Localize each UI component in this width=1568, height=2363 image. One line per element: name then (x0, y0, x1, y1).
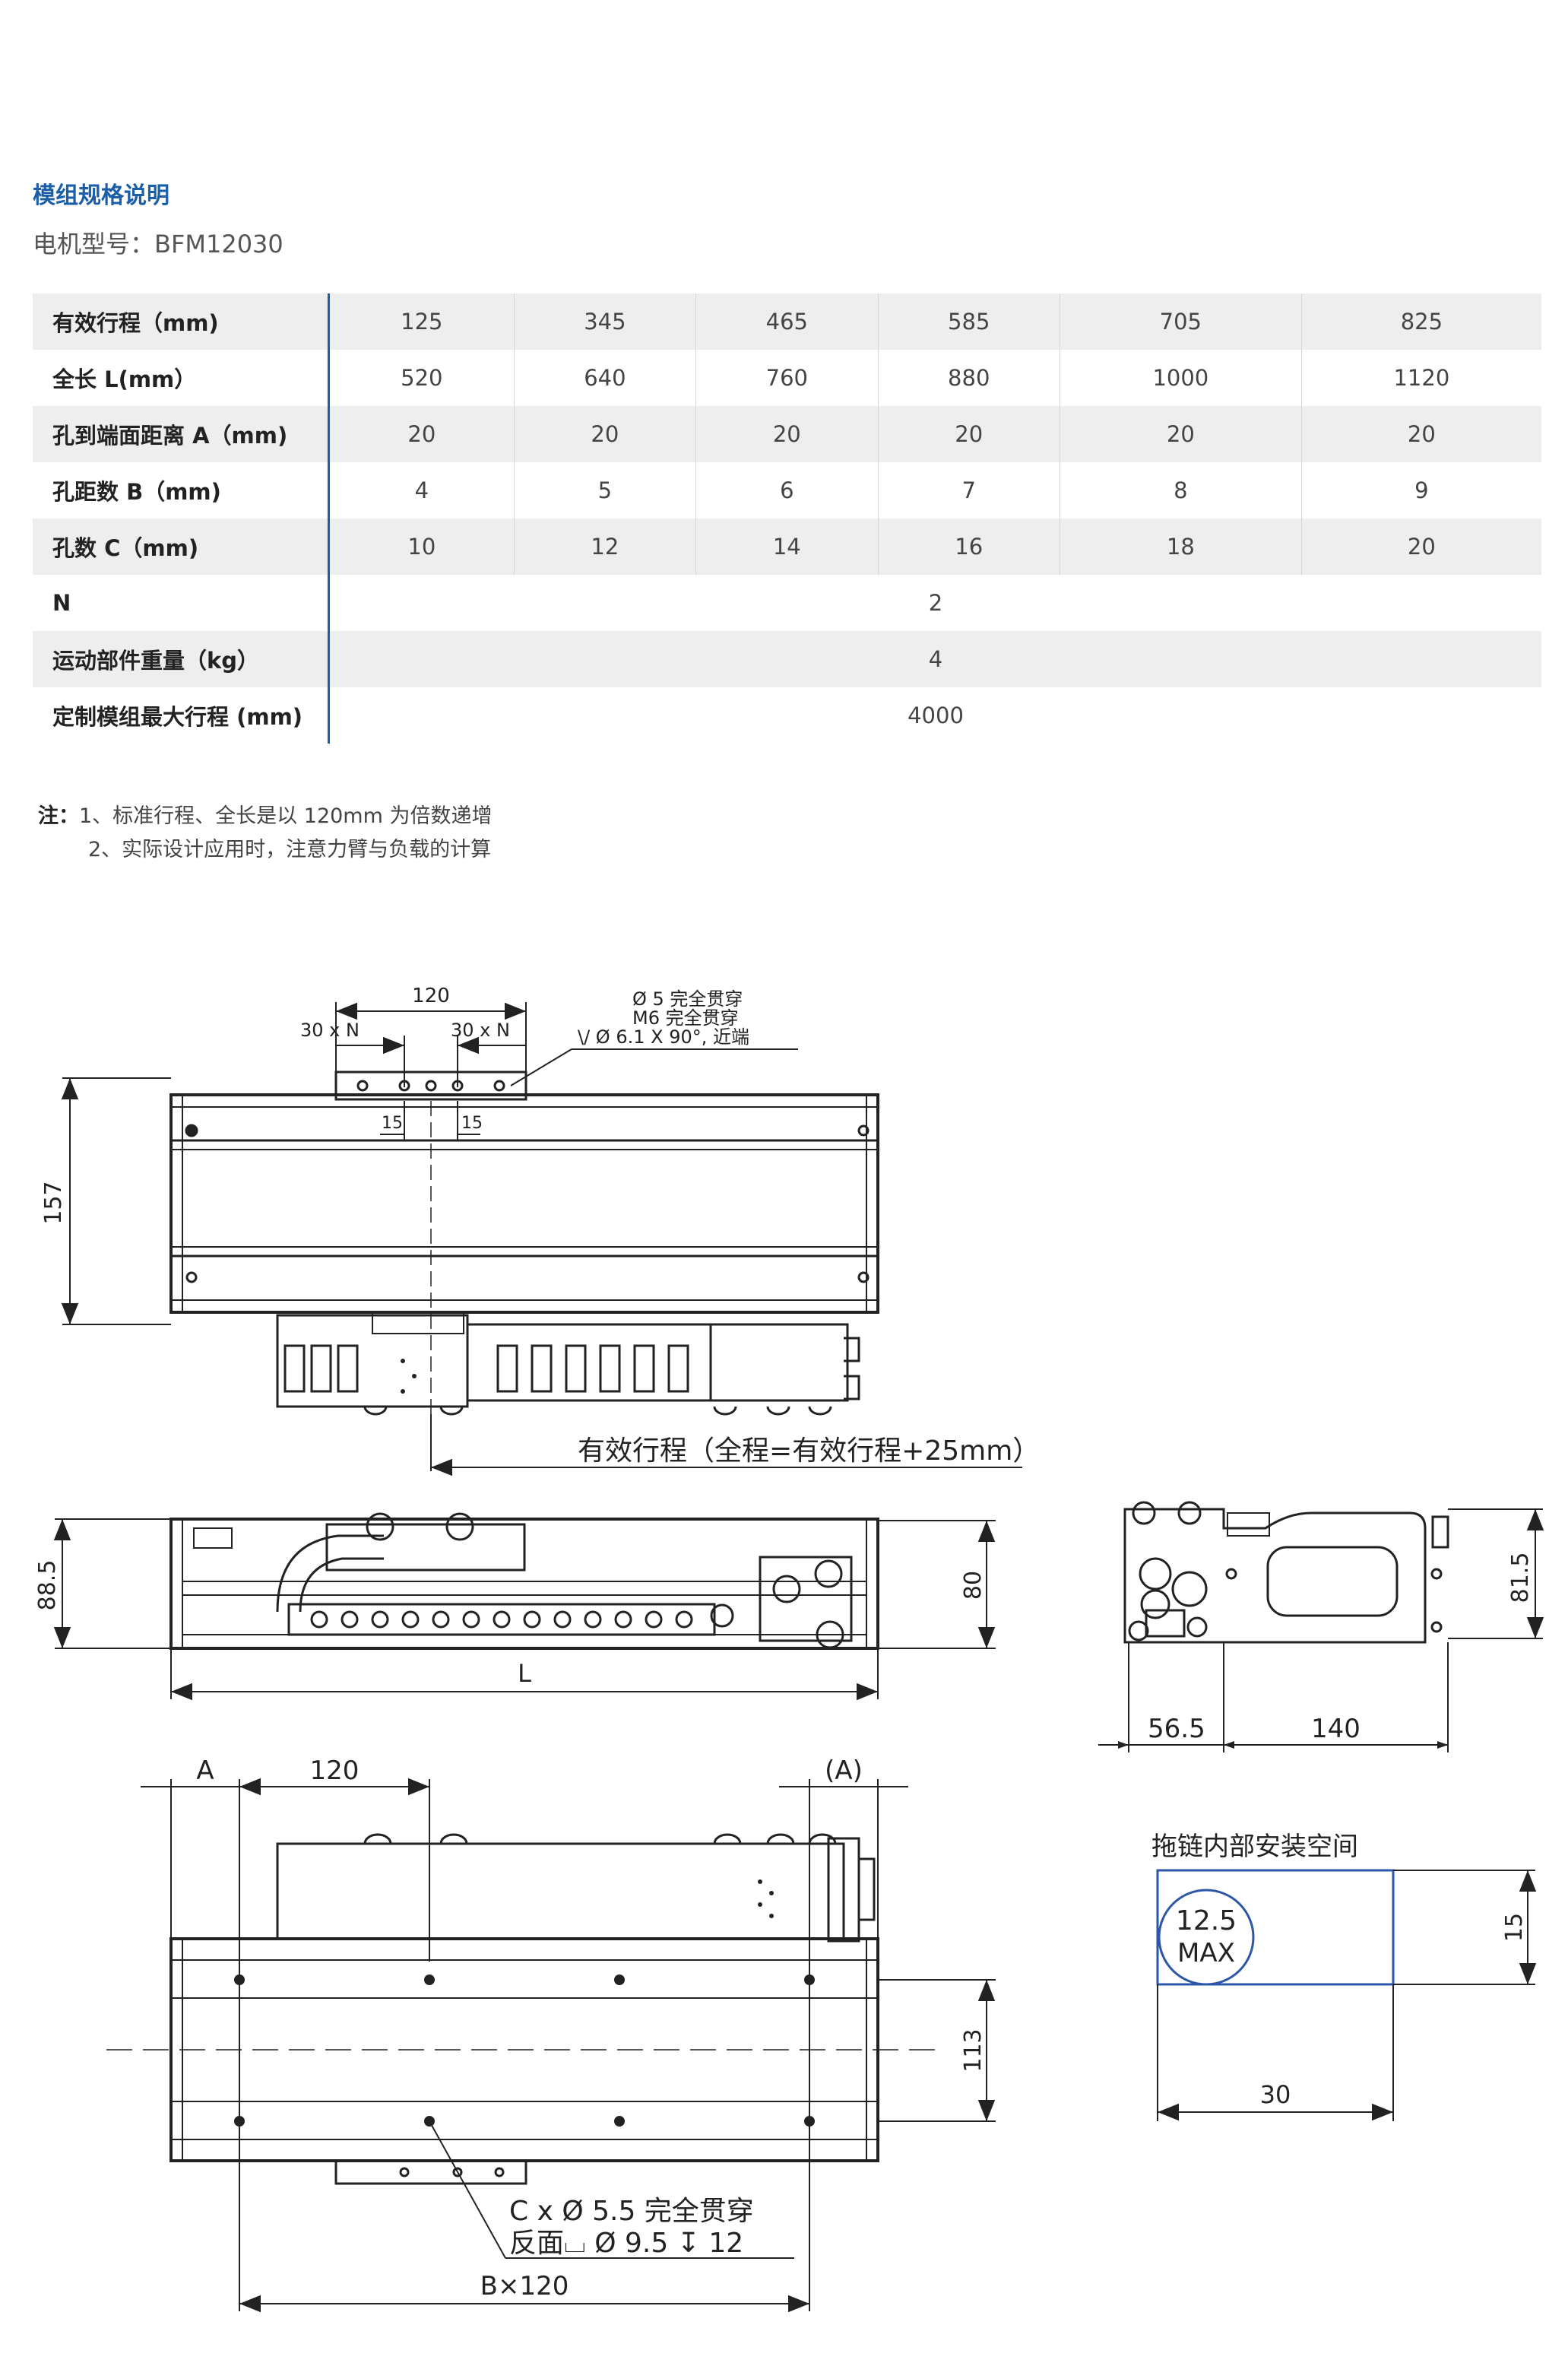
row-label: N (33, 575, 330, 631)
row-label: 定制模组最大行程 (mm) (33, 687, 330, 744)
dim-56-5: 56.5 (1148, 1714, 1205, 1744)
hole-note-3: \/ Ø 6.1 X 90°, 近端 (578, 1026, 749, 1048)
dim-157: 157 (40, 1181, 67, 1224)
table-cell: 8 (1059, 462, 1302, 519)
table-cell: 20 (1059, 406, 1302, 462)
table-cell: 825 (1300, 293, 1541, 350)
table-cell: 4000 (908, 703, 964, 728)
table-cell: 7 (877, 462, 1060, 519)
table-cell: 14 (695, 519, 879, 575)
hole-note-1: Ø 5 完全贯穿 (632, 988, 743, 1010)
table-cell: 125 (328, 293, 515, 350)
table-cell: 705 (1059, 293, 1302, 350)
table-cell: 12 (513, 519, 696, 575)
dim-Bx120: B×120 (480, 2271, 569, 2301)
note-line-2: 2、实际设计应用时，注意力臂与负载的计算 (88, 838, 492, 861)
table-cell: 20 (328, 406, 515, 462)
notes: 注：1、标准行程、全长是以 120mm 为倍数递增 2、实际设计应用时，注意力臂… (38, 800, 492, 867)
table-cell: 585 (877, 293, 1060, 350)
row-label: 孔距数 B（mm) (33, 462, 330, 519)
chain-space-diagram: 拖链内部安装空间 12.5 MAX 15 30 (1151, 1832, 1537, 2121)
top-view: 120 30 x N 30 x N Ø 5 完全贯穿 M6 完全贯穿 \/ Ø … (40, 985, 1040, 1476)
table-row: 有效行程（mm) 125 345 465 585 705 825 (33, 293, 1541, 350)
table-cell: 20 (1300, 519, 1541, 575)
table-cell: 640 (513, 350, 696, 406)
chain-max-label: MAX (1177, 1938, 1235, 1968)
bottom-view: A 120 (A) 113 C x Ø (106, 1756, 996, 2313)
end-view: 81.5 56.5 140 (1098, 1501, 1544, 1752)
table-cell: 1120 (1300, 350, 1541, 406)
dim-80: 80 (960, 1571, 987, 1600)
note-line-1: 1、标准行程、全长是以 120mm 为倍数递增 (79, 804, 493, 828)
table-cell: 4 (328, 631, 1541, 687)
table-cell: 20 (1300, 406, 1541, 462)
dim-30xN-left: 30 x N (300, 1020, 360, 1041)
chain-title: 拖链内部安装空间 (1151, 1832, 1358, 1862)
stroke-label: 有效行程（全程=有效行程+25mm） (578, 1435, 1040, 1467)
row-label: 孔数 C（mm) (33, 519, 330, 575)
table-cell: 5 (513, 462, 696, 519)
hole-spec-2: 反面⌴ Ø 9.5 ↧ 12 (509, 2228, 743, 2259)
table-row: 孔距数 B（mm) 4 5 6 7 8 9 (33, 462, 1541, 519)
dim-15-right: 15 (461, 1114, 483, 1133)
table-cell: 18 (1059, 519, 1302, 575)
row-label: 运动部件重量（kg） (33, 631, 330, 687)
side-view: 88.5 80 L (34, 1512, 996, 1701)
dim-L: L (518, 1659, 531, 1688)
dim-15-chain: 15 (1501, 1913, 1528, 1942)
dim-A-paren: (A) (825, 1756, 863, 1786)
row-label: 孔到端面距离 A（mm) (33, 406, 330, 462)
table-cell: 2 (928, 590, 943, 616)
table-cell: 880 (877, 350, 1060, 406)
table-cell: 20 (877, 406, 1060, 462)
motor-model: 电机型号：BFM12030 (33, 230, 284, 259)
dim-140: 140 (1311, 1714, 1361, 1744)
table-row: N 2 (33, 575, 1541, 631)
dim-120-top: 120 (412, 985, 450, 1007)
dim-81-5: 81.5 (1507, 1553, 1534, 1603)
table-row: 孔数 C（mm) 10 12 14 16 18 20 (33, 519, 1541, 575)
dim-30xN-right: 30 x N (451, 1020, 510, 1041)
dim-15-left: 15 (382, 1114, 403, 1133)
row-label: 有效行程（mm) (33, 293, 330, 350)
dim-30-chain: 30 (1260, 2080, 1291, 2109)
spec-table: 有效行程（mm) 125 345 465 585 705 825 全长 L(mm… (33, 293, 1541, 744)
dim-A: A (196, 1756, 214, 1786)
chain-max-value: 12.5 (1176, 1905, 1237, 1936)
dim-120-bottom: 120 (310, 1756, 360, 1786)
table-cell: 465 (695, 293, 879, 350)
table-cell: 345 (513, 293, 696, 350)
table-row: 运动部件重量（kg） 4 (33, 631, 1541, 687)
dim-88-5: 88.5 (34, 1560, 61, 1611)
table-cell: 20 (513, 406, 696, 462)
section-title: 模组规格说明 (33, 182, 169, 209)
hole-spec-1: C x Ø 5.5 完全贯穿 (509, 2196, 754, 2227)
hole-note-2: M6 完全贯穿 (632, 1007, 739, 1029)
table-cell: 16 (877, 519, 1060, 575)
table-cell: 1000 (1059, 350, 1302, 406)
table-cell: 6 (695, 462, 879, 519)
table-row: 全长 L(mm） 520 640 760 880 1000 1120 (33, 350, 1541, 406)
table-cell: 20 (695, 406, 879, 462)
table-cell: 10 (328, 519, 515, 575)
table-row: 孔到端面距离 A（mm) 20 20 20 20 20 20 (33, 406, 1541, 462)
table-cell: 4 (414, 477, 429, 503)
dim-113: 113 (960, 2028, 987, 2072)
table-cell: 760 (695, 350, 879, 406)
table-cell: 520 (401, 365, 443, 391)
notes-prefix: 注： (38, 804, 79, 828)
table-row: 定制模组最大行程 (mm) 4000 (33, 687, 1541, 744)
table-cell: 9 (1300, 462, 1541, 519)
row-label: 全长 L(mm） (33, 350, 330, 406)
